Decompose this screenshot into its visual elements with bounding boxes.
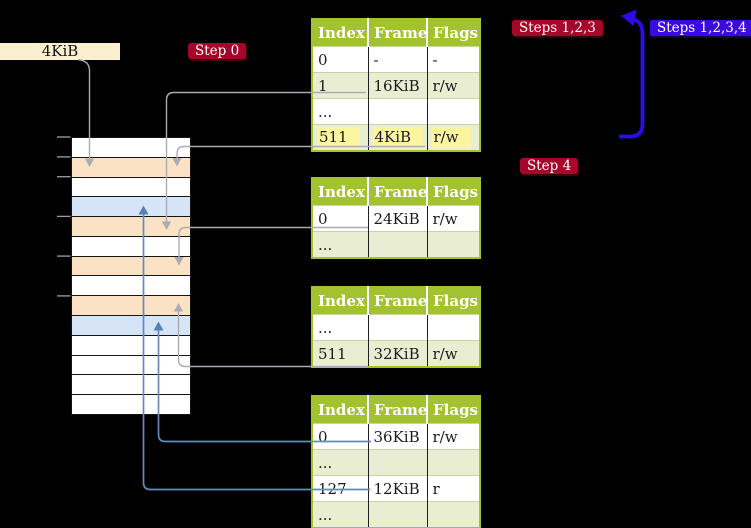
cell [368, 314, 428, 341]
memory-frame-row-orange [72, 256, 190, 277]
cell [427, 449, 480, 476]
column-header: Flags [427, 19, 480, 47]
steps-123-badge: Steps 1,2,3 [512, 20, 603, 36]
table-row: 0-- [312, 46, 480, 73]
cell: r/w [427, 124, 480, 151]
cell: 32KiB [368, 340, 428, 367]
cell: 0 [312, 205, 369, 232]
highlighted-value: 4KiB [372, 127, 424, 148]
cell [427, 231, 480, 258]
memory-frame-row-white [72, 355, 190, 376]
cell [368, 449, 428, 476]
step-4-badge: Step 4 [520, 158, 579, 174]
column-header: Flags [427, 287, 480, 315]
memory-frame-row-orange [72, 296, 190, 317]
recursive-loop-arrowhead [621, 9, 637, 26]
cell: 1 [312, 72, 369, 99]
highlighted-value: 511 [317, 127, 360, 148]
cell: 0 [312, 423, 369, 450]
cell [368, 501, 428, 528]
cell [427, 98, 480, 125]
memory-frame-row-white [72, 236, 190, 257]
column-header: Frame [368, 287, 428, 315]
table-row: ... [312, 98, 480, 125]
cell: ... [312, 314, 369, 341]
cell: 12KiB [368, 475, 428, 502]
cell [427, 501, 480, 528]
cell: 24KiB [368, 205, 428, 232]
table-row: 511 4KiB r/w [312, 124, 480, 151]
cell: r/w [427, 205, 480, 232]
cell: - [427, 46, 480, 73]
column-header: Index [312, 178, 369, 206]
column-header: Flags [427, 178, 480, 206]
cell: ... [312, 98, 369, 125]
cell: 16KiB [368, 72, 428, 99]
address-tick-marks [57, 136, 71, 297]
column-header: Frame [368, 178, 428, 206]
memory-frame-row-blue [72, 197, 190, 218]
cell: ... [312, 501, 369, 528]
cell [427, 314, 480, 341]
memory-frame-row-white [72, 276, 190, 297]
column-header: Frame [368, 19, 428, 47]
cell: 511 [312, 340, 369, 367]
highlighted-value: r/w [431, 127, 471, 148]
memory-frame-row-orange [72, 157, 190, 178]
cell: ... [312, 231, 369, 258]
cell: 0 [312, 46, 369, 73]
recursive-loop-arrow [619, 17, 645, 139]
cell: 511 [312, 124, 369, 151]
memory-frame-row-white [72, 335, 190, 356]
memory-frame-row-white [72, 395, 190, 414]
memory-frame-row-white [72, 138, 190, 158]
cell: 36KiB [368, 423, 428, 450]
cell: ... [312, 449, 369, 476]
table-row: ... [312, 231, 480, 258]
column-header: Flags [427, 396, 480, 424]
cell: r/w [427, 340, 480, 367]
memory-frame-row-orange [72, 217, 190, 237]
physical-memory-column [71, 137, 191, 415]
cell [368, 231, 428, 258]
cell: r/w [427, 423, 480, 450]
cell: r/w [427, 72, 480, 99]
memory-frame-row-blue [72, 316, 190, 336]
cell: r [427, 475, 480, 502]
memory-frame-row-white [72, 177, 190, 198]
cr3-frame-box: 4KiB [0, 43, 120, 60]
column-header: Index [312, 396, 369, 424]
cell: 4KiB [368, 124, 428, 151]
column-header: Index [312, 19, 369, 47]
column-header: Index [312, 287, 369, 315]
cell: - [368, 46, 428, 73]
step-0-badge: Step 0 [188, 43, 247, 59]
column-header: Frame [368, 396, 428, 424]
table-row: ... [312, 501, 480, 528]
cell: 127 [312, 475, 369, 502]
table-row: ... [312, 314, 480, 341]
cell [368, 98, 428, 125]
memory-frame-row-white [72, 375, 190, 396]
steps-1234-badge: Steps 1,2,3,4 [650, 20, 751, 36]
table-row: ... [312, 449, 480, 476]
